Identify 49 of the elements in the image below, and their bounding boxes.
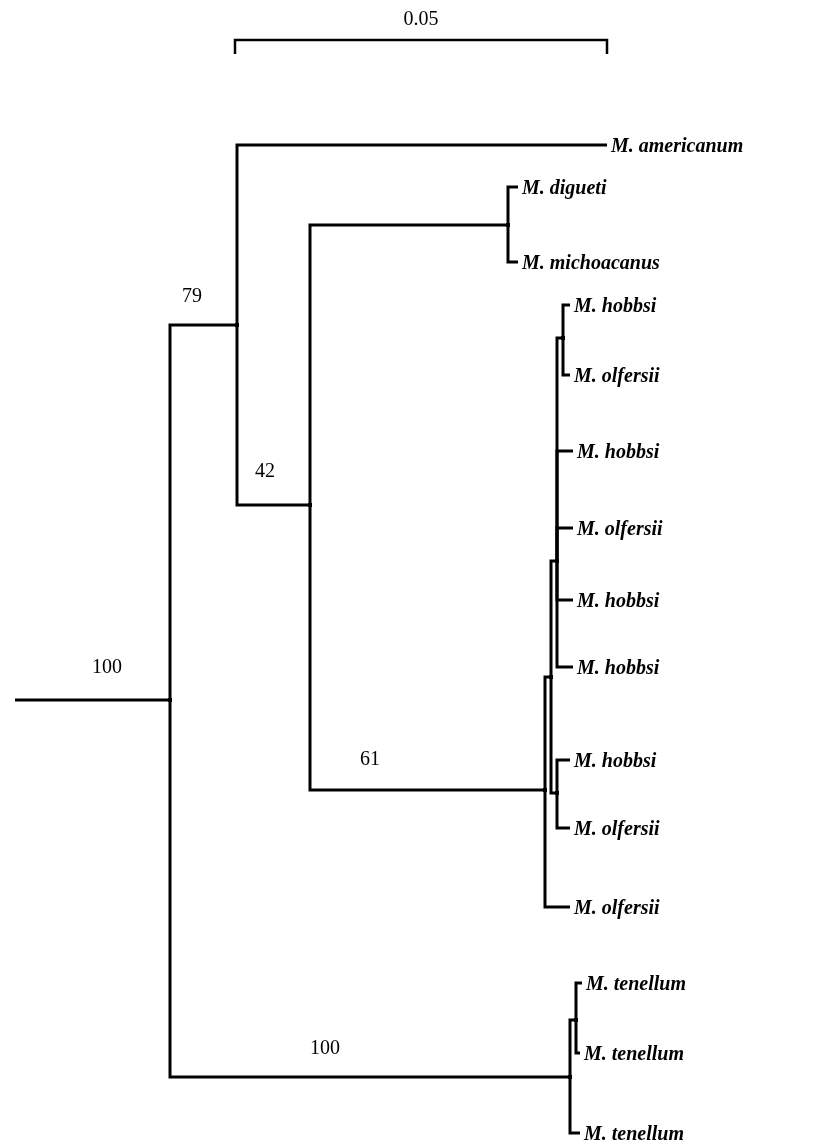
tree-branch bbox=[308, 223, 506, 503]
branch-node bbox=[561, 336, 565, 340]
taxon-label: M. olfersii bbox=[573, 515, 663, 541]
tree-branch bbox=[543, 792, 570, 909]
branch-node bbox=[568, 1075, 572, 1079]
taxon-label: M. olfersii bbox=[570, 362, 660, 388]
tree-branch bbox=[555, 526, 573, 559]
tree-branch bbox=[561, 303, 570, 336]
tree-branch bbox=[168, 702, 568, 1079]
tree-branch bbox=[506, 185, 518, 223]
tree-branch bbox=[308, 507, 543, 792]
tree-branch bbox=[168, 323, 235, 698]
tree-branch bbox=[568, 1018, 574, 1075]
branch-node bbox=[235, 323, 239, 327]
tree-branch bbox=[561, 340, 570, 377]
taxon-label: M. americanum bbox=[607, 132, 744, 158]
tree-branch bbox=[555, 563, 573, 669]
taxon-label: M. olfersii bbox=[570, 815, 660, 841]
tree-branch bbox=[574, 981, 582, 1018]
branch-node bbox=[549, 675, 553, 679]
branch-node bbox=[543, 788, 547, 792]
taxon-label: M. hobbsi bbox=[570, 747, 657, 773]
tree-branch bbox=[574, 1022, 580, 1055]
branch-node bbox=[168, 698, 172, 702]
branch-node bbox=[555, 791, 559, 795]
tree-branch bbox=[235, 143, 607, 323]
taxon-label: M. hobbsi bbox=[573, 654, 660, 680]
taxon-label: M. tenellum bbox=[582, 970, 686, 996]
tree-branch bbox=[543, 675, 549, 788]
taxon-label: M. hobbsi bbox=[573, 587, 660, 613]
branch-node bbox=[574, 1018, 578, 1022]
taxon-label: M. olfersii bbox=[570, 894, 660, 920]
tree-branch bbox=[555, 795, 570, 830]
taxon-label: M. tenellum bbox=[580, 1120, 684, 1146]
tree-branch bbox=[549, 679, 555, 795]
taxon-label: M. hobbsi bbox=[570, 292, 657, 318]
taxon-label: M. digueti bbox=[518, 174, 607, 200]
tree-branch bbox=[235, 327, 308, 507]
taxon-label: M. michoacanus bbox=[518, 249, 660, 275]
tree-branch bbox=[506, 227, 518, 264]
branch-node bbox=[555, 559, 559, 563]
tree-branch bbox=[555, 758, 570, 791]
branch-node bbox=[506, 223, 510, 227]
tree-branch bbox=[549, 559, 555, 675]
branch-node bbox=[308, 503, 312, 507]
tree-branch bbox=[568, 1079, 580, 1135]
taxon-label: M. tenellum bbox=[580, 1040, 684, 1066]
tree-branch bbox=[15, 698, 168, 702]
taxon-label: M. hobbsi bbox=[573, 438, 660, 464]
